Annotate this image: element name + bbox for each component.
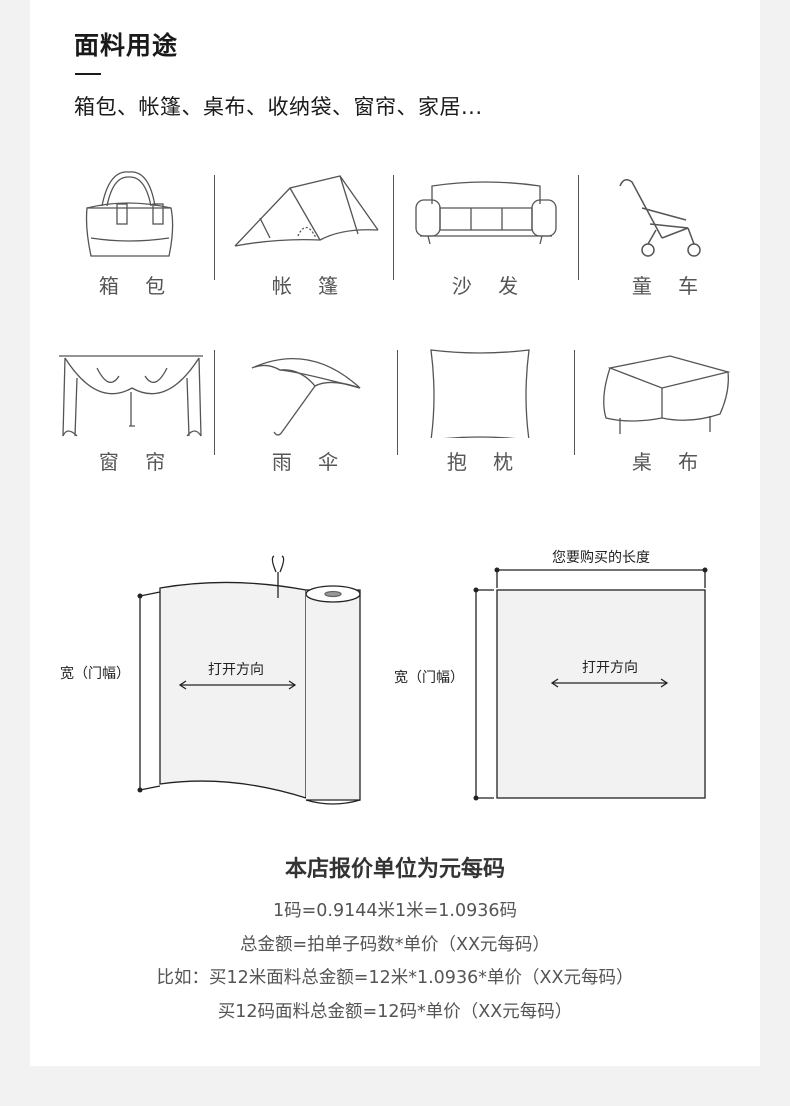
use-label: 帐 篷 xyxy=(271,274,349,298)
use-label: 抱 枕 xyxy=(446,450,524,474)
use-label: 童 车 xyxy=(631,274,709,298)
divider xyxy=(574,350,575,455)
divider xyxy=(214,350,215,455)
section-title: 面料用途 xyxy=(74,31,179,60)
section-subtitle: 箱包、帐篷、桌布、收纳袋、窗帘、家居... xyxy=(74,95,483,119)
use-item-sofa: 沙 发 xyxy=(410,168,560,303)
curtain-icon xyxy=(59,355,203,437)
tablecloth-icon xyxy=(603,355,731,434)
use-label: 桌 布 xyxy=(631,450,709,474)
sheet-length-label: 您要购买的长度 xyxy=(552,550,650,566)
pricing-line: 1码=0.9144米1米=1.0936码 xyxy=(272,901,518,921)
title-underline xyxy=(75,73,101,75)
use-label: 箱 包 xyxy=(98,274,176,298)
divider xyxy=(393,175,394,280)
fabric-measure-diagram xyxy=(137,555,708,805)
stroller-icon xyxy=(619,179,701,257)
divider xyxy=(214,175,215,280)
use-item-stroller: 童 车 xyxy=(590,168,740,303)
sheet-direction-label: 打开方向 xyxy=(582,660,638,676)
use-item-pillow: 抱 枕 xyxy=(405,348,555,478)
use-item-curtain: 窗 帘 xyxy=(57,348,207,478)
pricing-line: 买12码面料总金额=12码*单价（XX元每码） xyxy=(217,1002,573,1022)
roll-direction-label: 打开方向 xyxy=(208,662,264,678)
divider xyxy=(397,350,398,455)
handbag-icon xyxy=(85,171,174,257)
sheet-width-label: 宽（门幅） xyxy=(394,670,464,686)
divider xyxy=(578,175,579,280)
use-item-umbrella: 雨 伞 xyxy=(230,348,380,478)
use-item-tablecloth: 桌 布 xyxy=(590,348,740,478)
pricing-title: 本店报价单位为元每码 xyxy=(284,857,505,882)
use-label: 雨 伞 xyxy=(271,450,349,474)
use-item-tent: 帐 篷 xyxy=(230,168,380,303)
pillow-icon xyxy=(430,349,530,438)
content-panel xyxy=(30,0,760,1066)
sofa-icon xyxy=(415,181,557,245)
tent-icon xyxy=(234,175,379,247)
roll-width-label: 宽（门幅） xyxy=(60,666,130,682)
umbrella-icon xyxy=(251,358,361,436)
pricing-line: 总金额=拍单子码数*单价（XX元每码） xyxy=(240,935,550,955)
use-label: 沙 发 xyxy=(451,274,529,298)
use-label: 窗 帘 xyxy=(98,450,176,474)
pricing-line: 比如：买12米面料总金额=12米*1.0936*单价（XX元每码） xyxy=(156,968,634,988)
use-item-bag: 箱 包 xyxy=(57,168,207,303)
